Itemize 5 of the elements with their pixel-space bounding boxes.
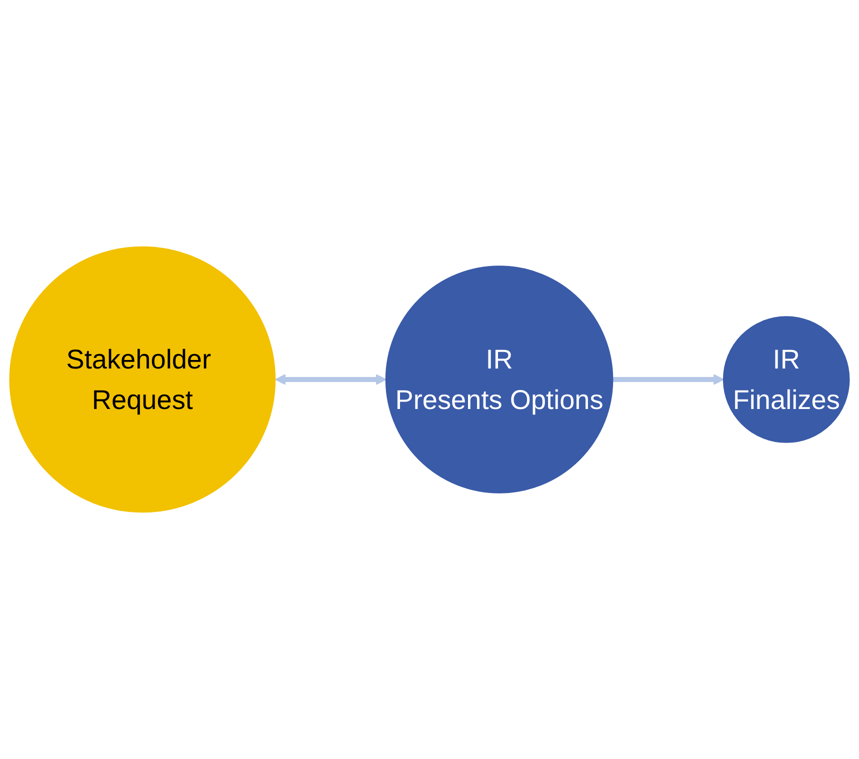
node-circle: IR Finalizes (722, 316, 850, 443)
arrow (275, 374, 386, 385)
arrow (612, 374, 724, 385)
node-circle: Stakeholder Request (9, 246, 276, 513)
node-circle: IR Presents Options (385, 266, 614, 494)
